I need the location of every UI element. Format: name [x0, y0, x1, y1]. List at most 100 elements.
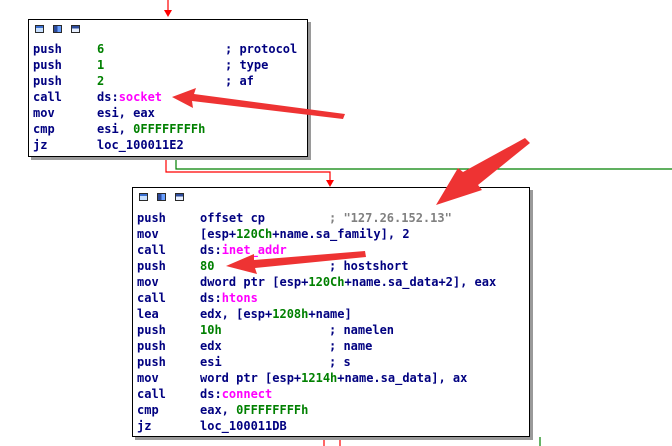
operand: esi: [200, 354, 222, 370]
operand: dword ptr [esp+120Ch+name.sa_data+2], ea…: [200, 274, 496, 290]
operand-plus: +: [308, 307, 316, 321]
structure-field: name.sa_data: [344, 371, 432, 385]
edge-false-branch: [165, 157, 331, 180]
operand-prefix: ds:: [200, 291, 222, 305]
operand-number: 0FFFFFFFFh: [133, 122, 206, 136]
operand-number: 80: [200, 259, 215, 273]
imported-function: connect: [221, 387, 273, 401]
instruction-row[interactable]: mov dword ptr [esp+120Ch+name.sa_data+2],…: [133, 274, 529, 290]
operand: edx, [esp+1208h+name]: [200, 306, 352, 322]
operand-plus: +: [337, 371, 345, 385]
mnemonic: call: [137, 387, 166, 401]
operand-number: 120Ch: [308, 275, 345, 289]
operand-number: 2: [97, 74, 105, 88]
operand-number: 6: [97, 42, 105, 56]
operand-prefix: edx, [esp+: [200, 307, 273, 321]
mnemonic: mov: [137, 275, 159, 289]
operand-prefix: esi,: [97, 122, 134, 136]
instruction-row[interactable]: mov esi, eax: [29, 105, 307, 121]
graph-image-icon[interactable]: [157, 193, 166, 201]
instruction-row[interactable]: push 80 ; hostshort: [133, 258, 529, 274]
operand: ds:connect: [200, 386, 272, 402]
operand: word ptr [esp+1214h+name.sa_data], ax: [200, 370, 467, 386]
imported-function: socket: [118, 90, 163, 104]
instruction-row[interactable]: jz loc_100011E2: [29, 137, 307, 153]
operand: loc_100011DB: [200, 418, 287, 434]
instruction-row[interactable]: lea edx, [esp+1208h+name]: [133, 306, 529, 322]
imported-function: htons: [221, 291, 258, 305]
mnemonic: push: [33, 74, 62, 88]
operand-text: edx: [200, 339, 222, 353]
operand-plus: +: [272, 227, 280, 241]
operand-prefix: [esp+: [200, 227, 237, 241]
operand: ds:socket: [97, 89, 162, 105]
mnemonic: mov: [137, 227, 159, 241]
comment: ; hostshort: [329, 259, 409, 273]
operand-prefix: ds:: [97, 90, 119, 104]
mnemonic: mov: [33, 106, 55, 120]
operand-prefix: ds:: [200, 243, 222, 257]
operand-plus: +: [344, 275, 352, 289]
mnemonic: lea: [137, 307, 159, 321]
edge-false-arrowhead: [326, 180, 334, 187]
operand-suffix: ], 2: [380, 227, 410, 241]
operand: 1: [97, 57, 104, 73]
mnemonic: push: [137, 323, 166, 337]
operand-number: 10h: [200, 323, 222, 337]
operand: esi, 0FFFFFFFFh: [97, 121, 205, 137]
block-2-header: [133, 188, 529, 208]
comment: ; af: [225, 74, 254, 88]
instruction-row[interactable]: push 6 ; protocol: [29, 41, 307, 57]
operand: 6: [97, 41, 104, 57]
mnemonic: jz: [33, 138, 48, 152]
mnemonic: push: [33, 42, 62, 56]
operand-text: esi, eax: [97, 106, 155, 120]
operand: 80: [200, 258, 214, 274]
operand: esi, eax: [97, 105, 155, 121]
operand: ds:inet_addr: [200, 242, 287, 258]
operand-prefix: eax,: [200, 403, 237, 417]
structure-field: name.sa_data: [351, 275, 439, 289]
comment: ; namelen: [329, 323, 395, 337]
operand-suffix: ]: [344, 307, 352, 321]
graph-window-icon[interactable]: [71, 25, 80, 33]
operand: ds:htons: [200, 290, 258, 306]
mnemonic: push: [137, 355, 166, 369]
mnemonic: push: [137, 339, 166, 353]
operand: eax, 0FFFFFFFFh: [200, 402, 308, 418]
operand-prefix: word ptr [esp+: [200, 371, 302, 385]
graph-color-icon[interactable]: [139, 193, 148, 201]
operand-text: loc_100011DB: [200, 419, 287, 433]
instruction-row[interactable]: call ds:connect: [133, 386, 529, 402]
mnemonic: push: [137, 211, 166, 225]
incoming-edge-arrowhead: [164, 10, 172, 17]
instruction-row[interactable]: mov[esp+120Ch+name.sa_family], 2: [133, 226, 529, 242]
operand-text: esi: [200, 355, 222, 369]
mnemonic: push: [33, 58, 62, 72]
operand-text: loc_100011E2: [97, 138, 184, 152]
comment: ; protocol: [225, 42, 298, 56]
instruction-row[interactable]: push 2 ; af: [29, 73, 307, 89]
instruction-row[interactable]: push 10h ; namelen: [133, 322, 529, 338]
structure-field: name.sa_family: [279, 227, 381, 241]
graph-image-icon[interactable]: [53, 25, 62, 33]
graph-color-icon[interactable]: [35, 25, 44, 33]
mnemonic: push: [137, 259, 166, 273]
graph-window-icon[interactable]: [175, 193, 184, 201]
comment: ; "127.26.152.13": [329, 211, 452, 225]
operand-suffix: +2], eax: [438, 275, 497, 289]
operand-number: 0FFFFFFFFh: [236, 403, 309, 417]
